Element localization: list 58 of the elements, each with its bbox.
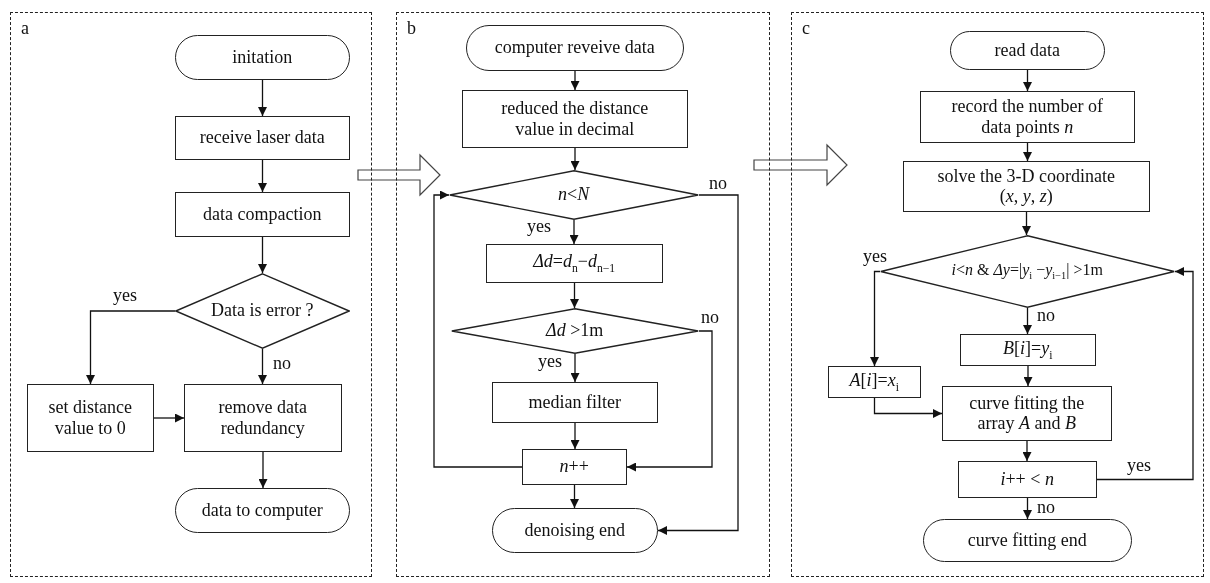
process-box: set distance value to 0	[26, 383, 154, 452]
process-box: curve fitting the array A and B	[941, 385, 1112, 441]
arrow	[1023, 497, 1032, 520]
arrow	[570, 282, 579, 309]
panel-frame	[396, 12, 770, 577]
arrow	[873, 397, 943, 418]
process-box: n++	[521, 448, 627, 485]
terminal-box: read data	[949, 30, 1105, 70]
process-box: A[i]=x$_{i}$	[827, 365, 921, 398]
panel-letter: a	[21, 19, 29, 37]
hollow-arrow	[753, 143, 848, 187]
arrow	[870, 270, 881, 367]
terminal-box: initation	[174, 34, 350, 80]
decision-diamond: Δd >1m	[450, 307, 699, 354]
arrow	[86, 310, 176, 385]
panel-frame	[791, 12, 1204, 577]
arrow	[258, 451, 268, 489]
arrow	[433, 190, 523, 468]
terminal-box: data to computer	[174, 487, 350, 533]
process-box: Δd=d$_{n}$−d$_{n−1}$	[485, 243, 663, 283]
hollow-arrow	[357, 153, 441, 197]
arrow	[1022, 440, 1032, 462]
arrow	[570, 422, 580, 450]
arrow	[570, 353, 580, 383]
terminal-box: computer reveive data	[465, 24, 684, 71]
panel-letter: c	[802, 19, 810, 37]
process-box: solve the 3-D coordinate (x, y, z)	[902, 160, 1150, 212]
arrow	[1023, 142, 1032, 162]
panel-letter: b	[407, 19, 416, 37]
terminal-box: denoising end	[491, 507, 658, 553]
process-box: B[i]=y$_{i}$	[959, 333, 1096, 366]
arrow	[1023, 69, 1032, 92]
arrow	[569, 219, 579, 245]
arrow	[1096, 267, 1194, 481]
process-box: record the number of data points n	[919, 90, 1135, 143]
arrow	[657, 194, 739, 535]
arrow	[258, 348, 267, 385]
arrow	[1023, 307, 1032, 335]
arrow	[570, 484, 579, 509]
arrow	[258, 236, 267, 274]
arrow	[1022, 211, 1031, 236]
panel-frame	[10, 12, 372, 577]
arrow	[570, 70, 580, 91]
decision-diamond: n<N	[448, 169, 699, 220]
arrow	[626, 330, 713, 472]
arrow	[570, 147, 580, 171]
arrow	[153, 413, 185, 423]
arrow	[1023, 365, 1033, 387]
terminal-box: curve fitting end	[922, 518, 1132, 562]
arrow	[258, 159, 267, 193]
arrow	[258, 79, 267, 117]
process-box: receive laser data	[174, 115, 350, 160]
decision-diamond: Data is error ?	[174, 272, 350, 349]
process-box: data compaction	[174, 191, 350, 237]
process-box: median filter	[491, 381, 658, 423]
process-box: remove data redundancy	[183, 383, 342, 452]
process-box: reduced the distance value in decimal	[461, 89, 688, 148]
process-box: i++ < n	[957, 460, 1097, 498]
